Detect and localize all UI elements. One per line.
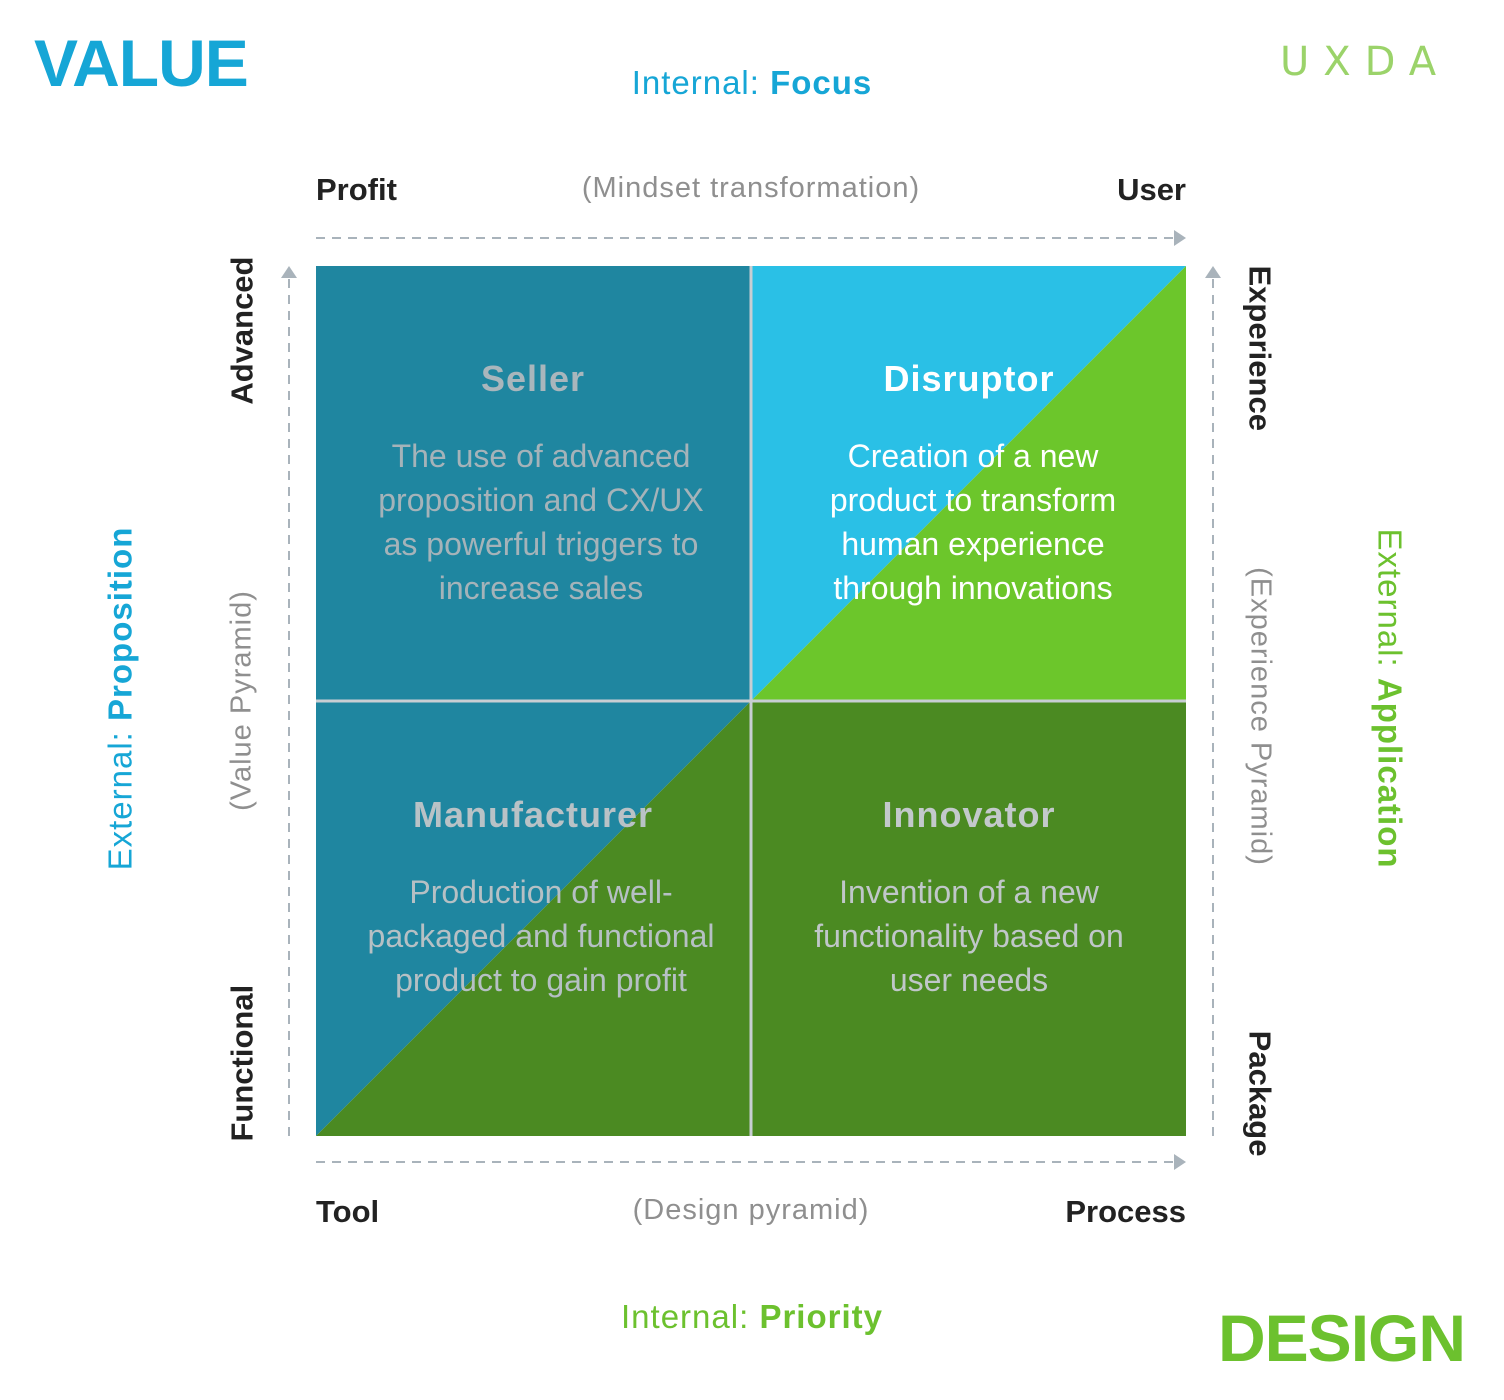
disruptor-title: Disruptor: [883, 358, 1055, 399]
manufacturer-line: product to gain profit: [395, 962, 687, 998]
top-axis-end-label: User: [1117, 172, 1186, 207]
seller-line: proposition and CX/UX: [378, 482, 704, 518]
disruptor-line: Creation of a new: [847, 438, 1099, 474]
quadrant-innovator: Innovator Invention of a new functionali…: [752, 702, 1186, 1136]
uxda-logo: UXDA: [1280, 39, 1451, 85]
disruptor-line: human experience: [841, 526, 1105, 562]
manufacturer-title: Manufacturer: [412, 794, 654, 835]
quadrant-seller: Seller The use of advanced proposition a…: [316, 266, 750, 700]
disruptor-line: through innovations: [833, 570, 1113, 606]
top-dimension-title: Internal: Focus: [0, 66, 1504, 99]
innovator-line: Invention of a new: [839, 874, 1099, 910]
top-dimension-bold: Focus: [770, 64, 873, 101]
top-axis-start-label: Profit: [316, 172, 397, 207]
bottom-dimension-prefix: Internal:: [621, 1298, 760, 1335]
manufacturer-line: Production of well-: [409, 874, 673, 910]
innovator-line: functionality based on: [814, 918, 1124, 954]
bottom-axis-end-label: Process: [1065, 1194, 1186, 1229]
innovator-line: user needs: [889, 962, 1049, 998]
manufacturer-description: Production of well- packaged and functio…: [324, 870, 758, 1002]
matrix: Seller The use of advanced proposition a…: [316, 266, 1186, 1136]
seller-line: increase sales: [438, 570, 644, 606]
matrix-background: [316, 266, 1186, 1136]
design-corner-label: DESIGN: [1218, 1301, 1466, 1375]
bottom-dimension-bold: Priority: [759, 1298, 883, 1335]
quadrant-disruptor: Disruptor Creation of a new product to t…: [752, 266, 1186, 700]
disruptor-line: product to transform: [829, 482, 1117, 518]
seller-title: Seller: [480, 358, 586, 399]
seller-line: The use of advanced: [391, 438, 691, 474]
bottom-axis-middle-label: (Design pyramid): [632, 1194, 870, 1226]
innovator-title: Innovator: [882, 794, 1056, 835]
manufacturer-line: packaged and functional: [367, 918, 715, 954]
top-arrow-head-icon: [1174, 230, 1186, 246]
top-axis-middle-label: (Mindset transformation): [581, 172, 921, 204]
top-dimension-prefix: Internal:: [631, 64, 771, 101]
seller-line: as powerful triggers to: [383, 526, 699, 562]
left-arrow-head-icon: [281, 266, 297, 278]
quadrant-manufacturer: Manufacturer Production of well- package…: [316, 702, 750, 1136]
bottom-axis-start-label: Tool: [316, 1194, 380, 1229]
bottom-arrow-head-icon: [1174, 1154, 1186, 1170]
seller-description: The use of advanced proposition and CX/U…: [324, 434, 758, 610]
bottom-dimension-title: Internal: Priority: [0, 1300, 1504, 1333]
innovator-description: Invention of a new functionality based o…: [752, 870, 1186, 1002]
right-arrow-head-icon: [1205, 266, 1221, 278]
value-corner-label: VALUE: [34, 26, 249, 100]
disruptor-description: Creation of a new product to transform h…: [756, 434, 1190, 610]
